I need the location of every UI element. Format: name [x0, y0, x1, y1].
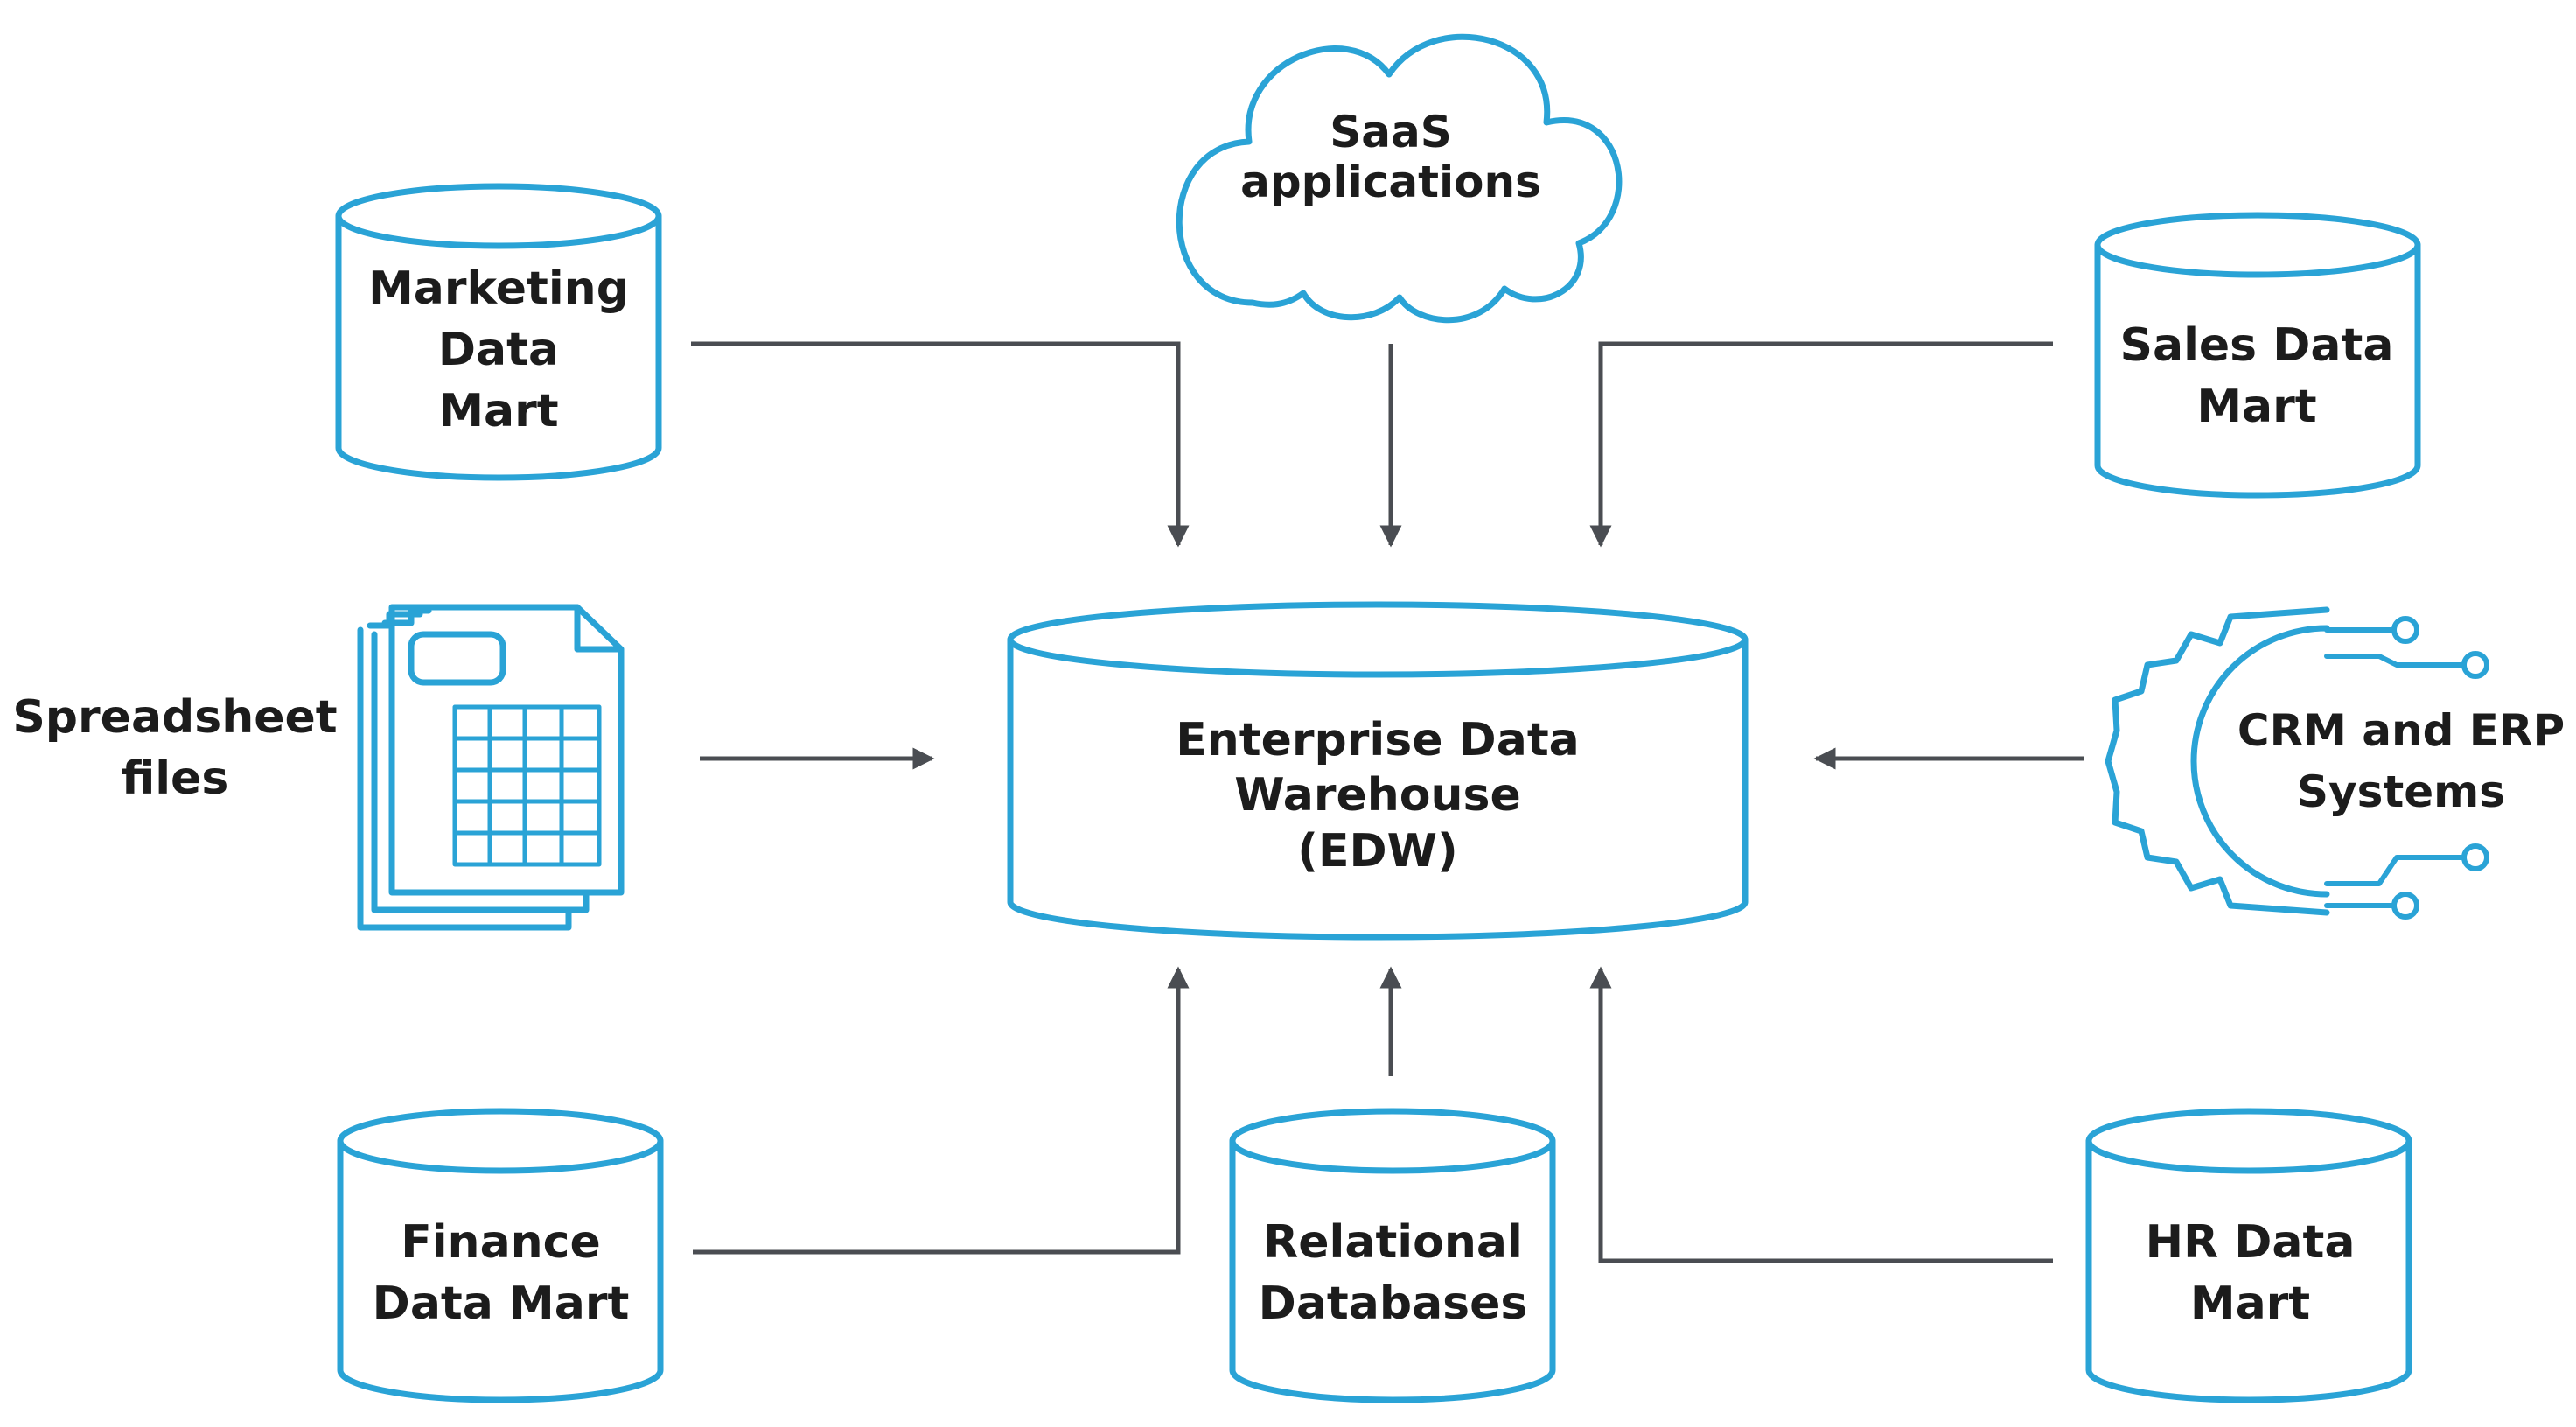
edw-label-line-1: Enterprise Data	[1176, 713, 1580, 766]
marketing-label-line-2: Data	[437, 323, 560, 376]
hr-label-line-2: Mart	[2189, 1277, 2311, 1330]
hr-label: HR Data Mart	[2095, 1207, 2405, 1339]
finance-label: Finance Data Mart	[346, 1207, 656, 1339]
crm-label-line-2: Systems	[2296, 766, 2506, 817]
finance-label-line-2: Data Mart	[372, 1277, 630, 1330]
marketing-database-icon	[335, 183, 662, 481]
spreadsheet-label-line-2: files	[121, 752, 229, 805]
crm-label: CRM and ERP Systems	[2226, 700, 2576, 822]
relational-database-icon	[1229, 1108, 1556, 1403]
arrow-sales-to-edw	[1589, 341, 2053, 548]
saas-label: SaaS applications	[1216, 96, 1566, 219]
arrow-hr-to-edw	[1589, 966, 2053, 1263]
saas-label-line-2: applications	[1240, 157, 1541, 207]
edw-database-icon	[1007, 601, 1749, 941]
sales-database-icon	[2094, 212, 2421, 499]
spreadsheet-files-icon	[357, 604, 625, 931]
arrow-marketing-to-edw	[691, 341, 1190, 548]
edw-label-line-2: Warehouse	[1234, 769, 1521, 822]
edw-label: Enterprise Data Warehouse (EDW)	[1045, 700, 1710, 892]
relational-label-line-2: Databases	[1258, 1277, 1528, 1330]
spreadsheet-label-line-1: Spreadsheet	[12, 690, 338, 744]
hr-database-icon	[2085, 1108, 2412, 1403]
finance-label-line-1: Finance	[401, 1215, 601, 1269]
sales-label-line-2: Mart	[2196, 381, 2317, 433]
relational-label: Relational Databases	[1233, 1207, 1553, 1339]
marketing-label-line-3: Mart	[438, 385, 559, 438]
saas-label-line-1: SaaS	[1330, 106, 1452, 157]
cloud-icon	[1176, 33, 1623, 324]
edw-label-line-3: (EDW)	[1297, 824, 1458, 878]
crm-label-line-1: CRM and ERP	[2237, 705, 2566, 756]
marketing-label: Marketing Data Mart	[350, 262, 647, 437]
gear-circuit-icon	[2105, 606, 2489, 920]
marketing-label-line-1: Marketing	[368, 262, 629, 315]
spreadsheet-label: Spreadsheet files	[9, 682, 341, 814]
arrow-finance-to-edw	[693, 966, 1190, 1255]
relational-label-line-1: Relational	[1263, 1215, 1523, 1269]
finance-database-icon	[337, 1108, 664, 1403]
sales-label-line-1: Sales Data	[2119, 318, 2394, 372]
sales-label: Sales Data Mart	[2104, 315, 2410, 437]
hr-label-line-1: HR Data	[2145, 1215, 2356, 1269]
